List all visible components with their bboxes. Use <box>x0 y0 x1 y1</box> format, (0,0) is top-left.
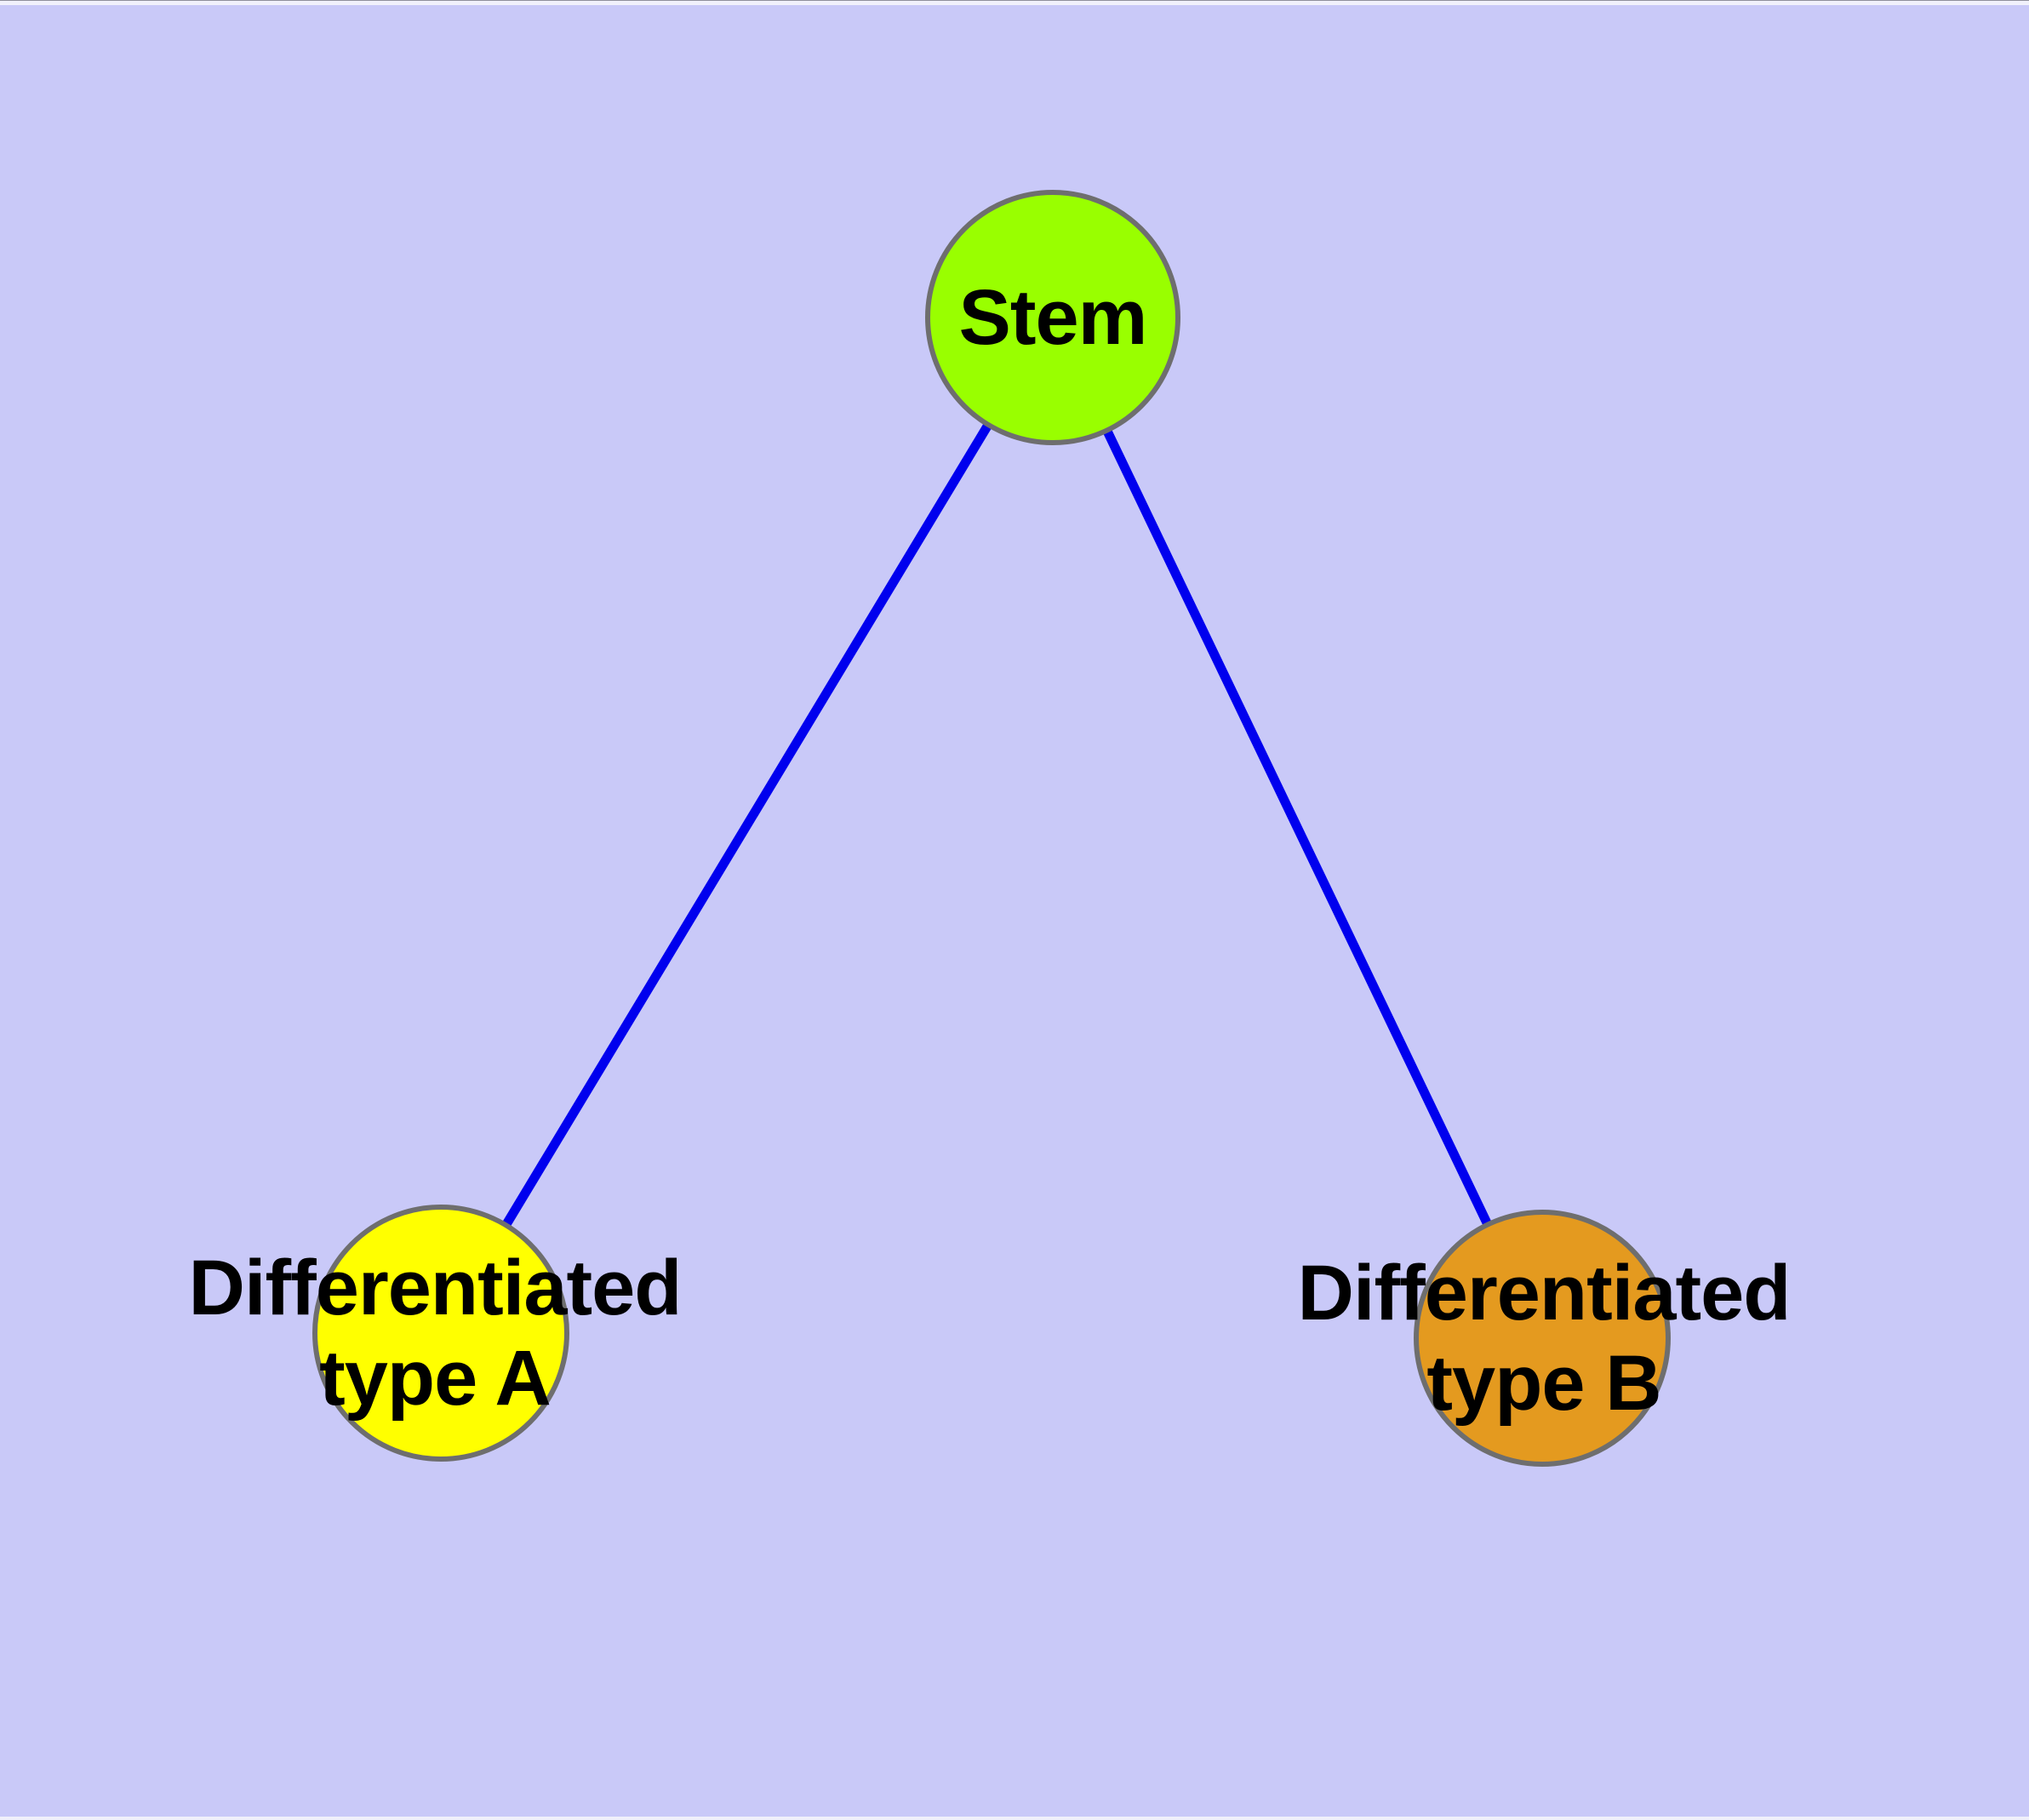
node-stem[interactable] <box>925 190 1180 445</box>
canvas-border-top-line <box>0 0 2029 1</box>
node-differentiated-type-b[interactable] <box>1414 1210 1671 1467</box>
node-differentiated-type-a[interactable] <box>312 1205 569 1462</box>
canvas-border-top-inset <box>0 1 2029 5</box>
canvas-border-bottom-inset <box>0 1817 2029 1820</box>
edge-stem-to-type-a[interactable] <box>437 315 1057 1336</box>
edge-stem-to-type-b[interactable] <box>1049 315 1546 1341</box>
